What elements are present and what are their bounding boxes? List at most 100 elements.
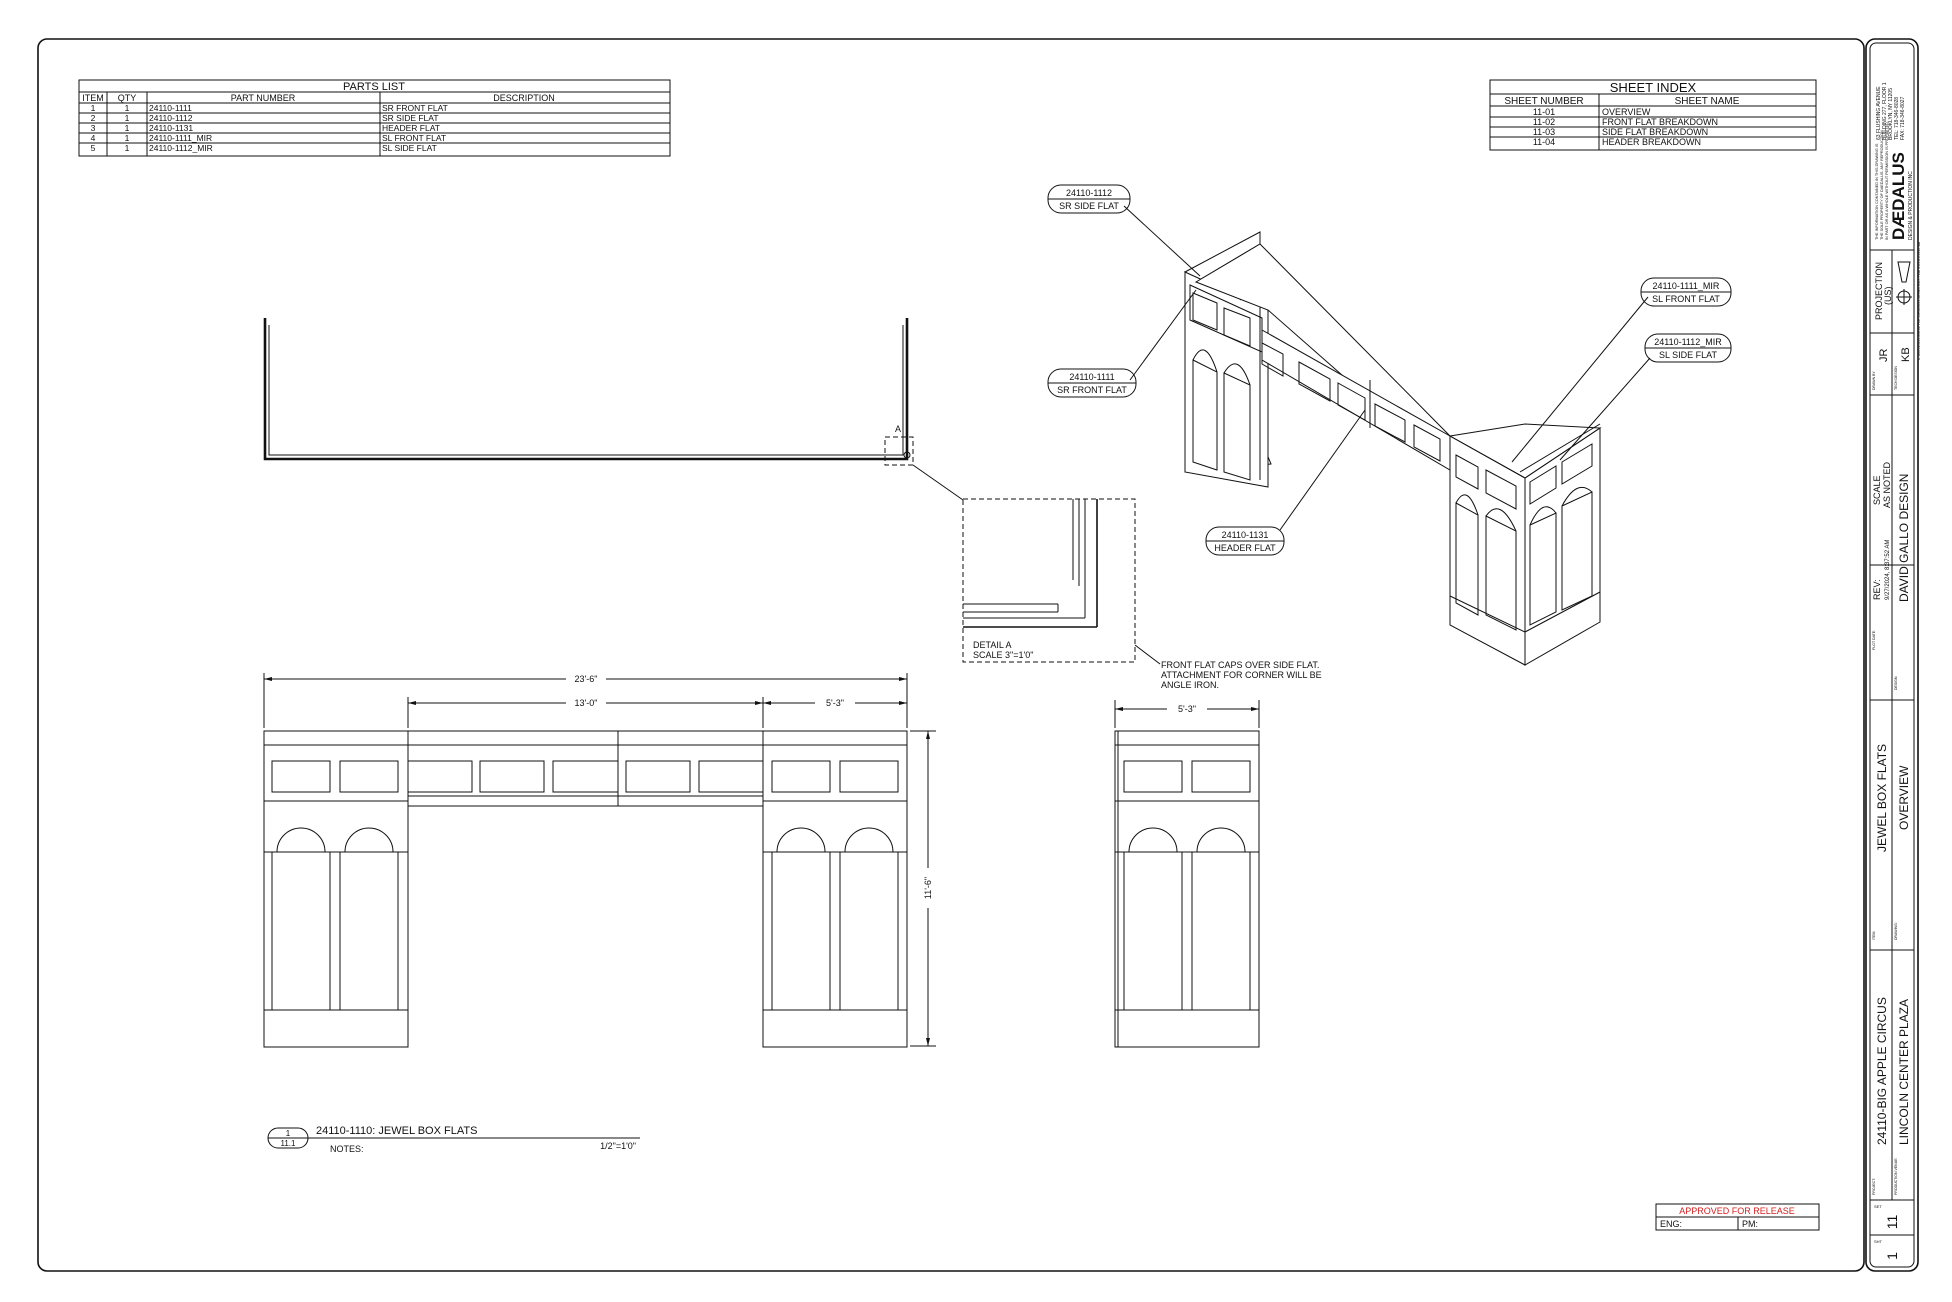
parts-cell: SR SIDE FLAT (382, 113, 439, 123)
project-name: 24110-BIG APPLE CIRCUS (1875, 997, 1889, 1145)
approval-box: APPROVED FOR RELEASE ENG: PM: (1655, 1203, 1820, 1231)
address-line-3: BROOKLYN, NY 11205 (1888, 88, 1894, 140)
set-number: 11 (1884, 1215, 1900, 1230)
dim-front-width: 5'-3" (826, 698, 844, 708)
dim-side-width: 5'-3" (1178, 704, 1196, 714)
sheet-index-title: SHEET INDEX (1610, 80, 1697, 95)
parts-cell: 1 (125, 123, 130, 133)
company-logo: DÆDALUS (1889, 152, 1908, 240)
parts-cell: 24110-1111 (149, 103, 192, 113)
callout-sr-side-name: SR SIDE FLAT (1059, 201, 1119, 211)
detail-note-2: ATTACHMENT FOR CORNER WILL BE (1161, 670, 1322, 680)
callout-header-name: HEADER FLAT (1214, 543, 1276, 553)
parts-list-title: PARTS LIST (343, 81, 405, 93)
parts-header-qty: QTY (118, 93, 137, 103)
approval-eng: ENG: (1660, 1219, 1682, 1229)
parts-cell: 24110-1131 (149, 123, 193, 133)
item-name: JEWEL BOX FLATS (1875, 744, 1889, 852)
address-line-4: TEL: 718-346-8028 (1894, 97, 1900, 140)
checked-label: TECH DESIGN (1894, 366, 1898, 390)
parts-cell: 1 (125, 103, 130, 113)
plan-view: A (263, 318, 964, 501)
sheet-index-cell: 11-04 (1533, 137, 1555, 147)
view-sheet: 11.1 (281, 1139, 297, 1148)
title-block-border (1865, 38, 1919, 1272)
set-label: SET (1874, 1204, 1882, 1209)
plot-date-label: PLOT DATE: (1872, 630, 1876, 650)
callout-sl-side-part: 24110-1112_MIR (1654, 337, 1722, 347)
drawn-label: DRAWN BY (1872, 371, 1876, 390)
front-elevation: 23'-6" 13'-0" 5'-3" 11'-6" (263, 673, 936, 1048)
title-block: DÆDALUS DESIGN & PRODUCTION INC 63 FLUSH… (1870, 82, 1921, 1260)
plot-date: 9/27/2024, 8:37:52 AM (1885, 540, 1891, 600)
view-notes: NOTES: (330, 1144, 364, 1154)
parts-cell: 5 (91, 143, 96, 153)
detail-note-1: FRONT FLAT CAPS OVER SIDE FLAT. (1161, 660, 1319, 670)
legal-line-2: THE SOLE PROPERTY OF DAEDALUS. ANY REPRO… (1880, 130, 1884, 240)
sheet-index-cell: 11-03 (1533, 127, 1555, 137)
parts-cell: 2 (91, 113, 96, 123)
parts-cell: 4 (91, 133, 96, 143)
detail-a-scale: SCALE 3"=1'0" (973, 650, 1033, 660)
detail-a-label: DETAIL A (973, 640, 1012, 650)
view-title: 24110-1110: JEWEL BOX FLATS (316, 1125, 477, 1137)
detail-a-marker: A (895, 424, 901, 434)
detail-a-marker-box (884, 436, 914, 466)
approval-pm: PM: (1742, 1219, 1758, 1229)
projection-label: PROJECTION (1874, 262, 1884, 320)
production-label: PRODUCTION VENUE: (1894, 1157, 1898, 1195)
parts-cell: 3 (91, 123, 96, 133)
view-scale: 1/2"=1'0" (600, 1141, 636, 1151)
side-elevation: 5'-3" (1114, 700, 1260, 1048)
callout-sl-front-name: SL FRONT FLAT (1652, 294, 1720, 304)
drawing-label: DRAWING: (1894, 922, 1898, 940)
dim-header-width: 13'-0" (575, 698, 598, 708)
company-sub: DESIGN & PRODUCTION INC (1908, 171, 1914, 240)
item-label: ITEM: (1872, 931, 1876, 940)
parts-list: PARTS LIST ITEM QTY PART NUMBER DESCRIPT… (78, 79, 671, 157)
callout-sl-front-part: 24110-1111_MIR (1653, 281, 1720, 291)
projection-symbol-icon (1896, 261, 1912, 305)
sheet-index-cell: 11-02 (1533, 117, 1555, 127)
sheet-border (37, 38, 1865, 1272)
address-line-2: BUILDING 277, FLOOR 1 (1882, 82, 1888, 140)
sheet-index-cell: FRONT FLAT BREAKDOWN (1602, 117, 1718, 127)
checked-by: KB (1900, 347, 1912, 362)
parts-cell: SL SIDE FLAT (382, 143, 437, 153)
legal-line-3: IN PART OR AS A WHOLE WITHOUT PERMISSION… (1885, 121, 1889, 240)
parts-cell: 1 (125, 113, 130, 123)
detail-note-3: ANGLE IRON. (1161, 680, 1219, 690)
legal-line-1: THE INFORMATION CONTAINED IN THIS DRAWIN… (1875, 143, 1879, 240)
project-label: PROJECT: (1872, 1178, 1876, 1195)
parts-cell: 24110-1111_MIR (149, 133, 212, 143)
parts-cell: SR FRONT FLAT (382, 103, 448, 113)
projection-value: (US) (1883, 287, 1893, 306)
callout-sr-front-name: SR FRONT FLAT (1057, 385, 1127, 395)
scale-label: SCALE (1872, 475, 1882, 505)
sheet-index-cell: SIDE FLAT BREAKDOWN (1602, 127, 1708, 137)
parts-cell: 1 (125, 143, 130, 153)
venue-name: LINCOLN CENTER PLAZA (1897, 999, 1911, 1145)
sheet-index-cell: HEADER BREAKDOWN (1602, 137, 1701, 147)
sheet-index-cell: OVERVIEW (1602, 107, 1651, 117)
callout-header-part: 24110-1131 (1222, 530, 1269, 540)
view-label: 1 11.1 24110-1110: JEWEL BOX FLATS NOTES… (267, 1125, 640, 1154)
parts-header-part-number: PART NUMBER (231, 93, 296, 103)
sheet-index: SHEET INDEX SHEET NUMBER SHEET NAME 11-0… (1489, 79, 1817, 151)
title-block-inner-border (1869, 42, 1915, 1268)
sheet-index-cell: 11-01 (1533, 107, 1555, 117)
isometric-view (1184, 231, 1602, 666)
design-label: DESIGN: (1894, 676, 1898, 690)
parts-header-description: DESCRIPTION (493, 93, 555, 103)
dim-overall-width: 23'-6" (575, 674, 598, 684)
rev-label: REV: (1872, 579, 1882, 600)
parts-cell: 24110-1112 (149, 113, 193, 123)
drawing-name: OVERVIEW (1897, 765, 1911, 830)
sheet-label: SHT (1874, 1239, 1883, 1244)
approval-title: APPROVED FOR RELEASE (1679, 1206, 1795, 1216)
parts-header-item: ITEM (82, 93, 104, 103)
parts-cell: 1 (125, 133, 130, 143)
scale-value: AS NOTED (1882, 461, 1892, 508)
callouts: 24110-1112 SR SIDE FLAT 24110-1111 SR FR… (1047, 184, 1732, 556)
